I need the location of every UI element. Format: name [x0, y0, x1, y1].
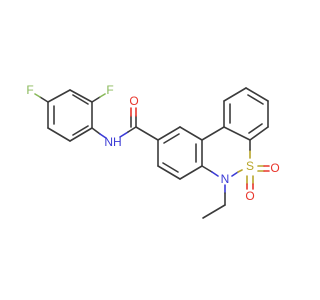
- bond-s-n: [237, 169, 243, 173]
- atom-n-ring: N: [221, 172, 230, 186]
- bond-f-left: [34, 93, 41, 98]
- bond-f-top: [99, 93, 106, 98]
- atom-s: S: [246, 159, 254, 173]
- bond-c-n-ring: [201, 165, 213, 173]
- bond-n-ring-left: [211, 171, 219, 177]
- bond-ethyl-2: [202, 204, 226, 219]
- atom-o-carbonyl: O: [129, 94, 138, 108]
- bond-c-f-top: [91, 96, 101, 103]
- atom-o-s-right: O: [270, 161, 279, 175]
- atom-nh: NH: [104, 135, 121, 149]
- atom-o-s-bottom: O: [245, 189, 254, 203]
- difluorophenyl-ring: [47, 89, 93, 142]
- structure-diagram: F F NH O S O O N: [26, 83, 280, 219]
- bond-n-s: [231, 171, 239, 177]
- bond-n-aryl: [99, 133, 107, 139]
- bond-n-carbonyl: [119, 131, 129, 138]
- benzo-ring: [157, 126, 203, 180]
- bond-carbonyl-n: [127, 126, 137, 133]
- atom-f-left: F: [26, 83, 33, 97]
- right-benzo-ring: [223, 87, 269, 141]
- bond-biaryl: [201, 126, 225, 141]
- atom-f-top: F: [106, 83, 113, 97]
- bond-aryl-n: [91, 127, 101, 135]
- bond-c-f-left: [39, 96, 49, 103]
- bond-carbonyl-ring: [135, 126, 159, 141]
